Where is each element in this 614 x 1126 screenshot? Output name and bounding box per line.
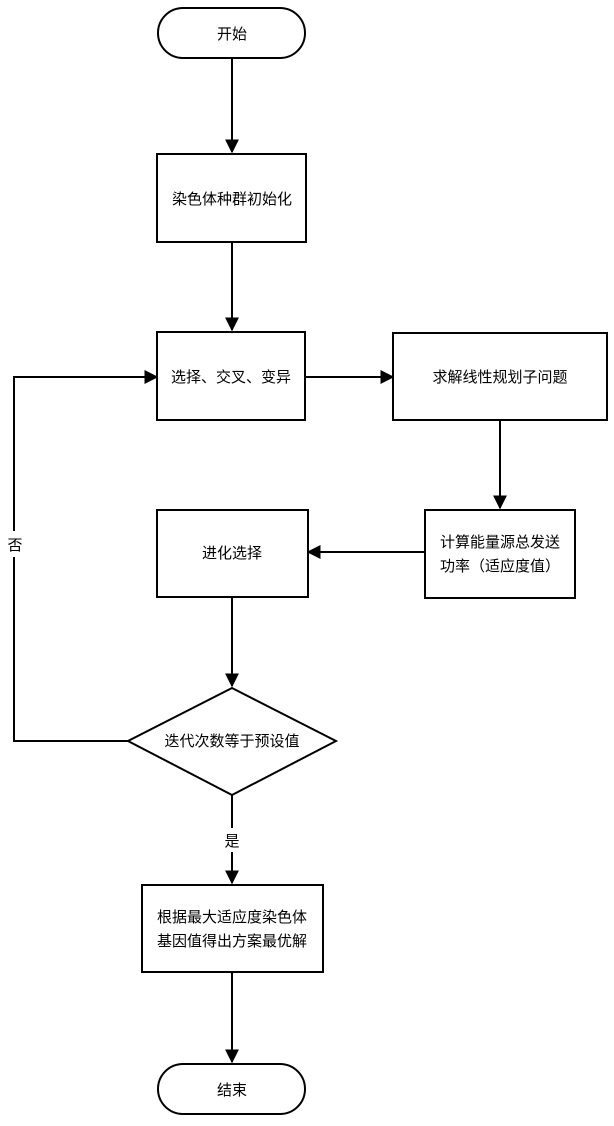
init-label: 染色体种群初始化 xyxy=(172,190,292,208)
result-node xyxy=(142,885,323,972)
start-label: 开始 xyxy=(217,25,247,43)
no-label: 否 xyxy=(7,536,22,554)
result-label-line2: 基因值得出方案最优解 xyxy=(157,932,307,950)
decision-label: 迭代次数等于预设值 xyxy=(164,732,299,750)
fitness-label-line2: 功率（适应度值） xyxy=(440,557,560,575)
fitness-node xyxy=(425,510,575,598)
result-label-line1: 根据最大适应度染色体 xyxy=(157,908,307,926)
edge-decision-no-loop xyxy=(14,377,157,741)
fitness-label-line1: 计算能量源总发送 xyxy=(440,533,560,551)
ops-label: 选择、交叉、变异 xyxy=(171,368,291,386)
yes-label: 是 xyxy=(224,832,239,850)
end-label: 结束 xyxy=(217,1081,247,1099)
lp-label: 求解线性规划子问题 xyxy=(432,368,567,386)
evolve-label: 进化选择 xyxy=(202,544,262,562)
